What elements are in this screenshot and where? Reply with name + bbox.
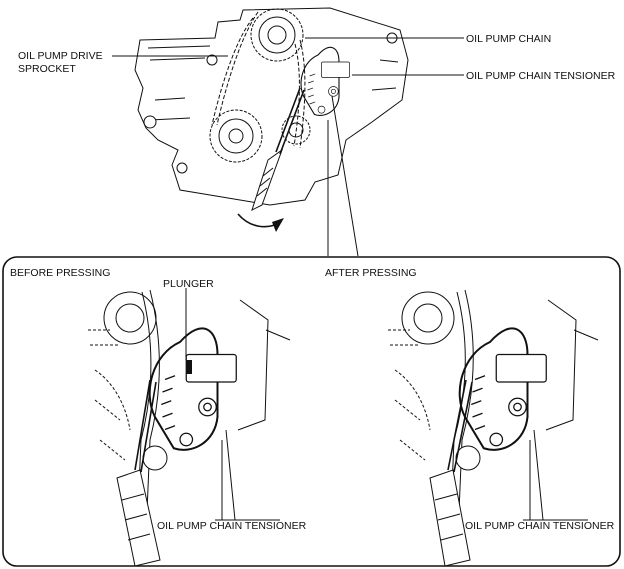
top-leader-lines — [112, 37, 464, 257]
oil-pump-drive-sprocket-label-2: SPROCKET — [18, 63, 76, 75]
after-pressing-panel — [388, 289, 599, 567]
before-pressing-label: BEFORE PRESSING — [10, 267, 110, 279]
tensioner-right-label: OIL PUMP CHAIN TENSIONER — [465, 520, 615, 532]
oil-pump-drive-sprocket-label-1: OIL PUMP DRIVE — [18, 50, 103, 62]
oil-pump-chain-label: OIL PUMP CHAIN — [466, 33, 551, 45]
detail-frame — [2, 256, 621, 567]
after-pressing-label: AFTER PRESSING — [325, 267, 417, 279]
before-pressing-panel — [88, 288, 291, 567]
tensioner-left-label: OIL PUMP CHAIN TENSIONER — [157, 520, 307, 532]
oil-pump-chain-tensioner-top-label: OIL PUMP CHAIN TENSIONER — [466, 70, 616, 82]
plunger-label: PLUNGER — [163, 278, 214, 290]
engine-top-view — [134, 7, 409, 232]
